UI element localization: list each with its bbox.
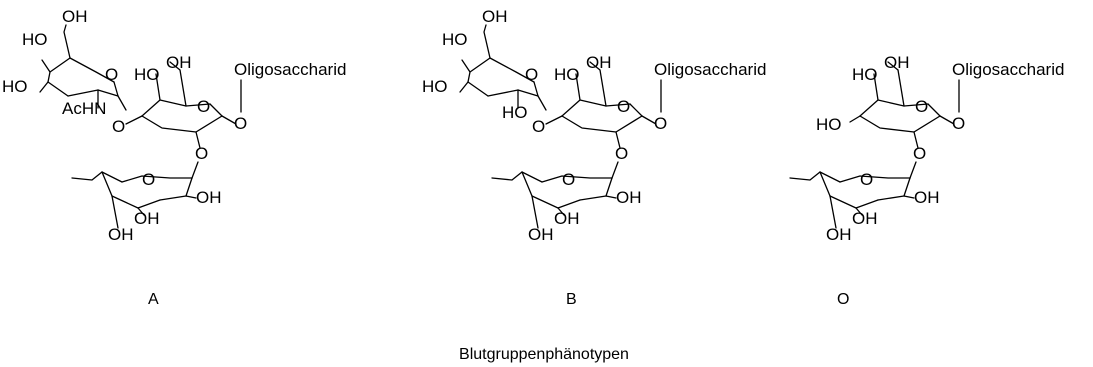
structure-o-link-oxygen-3: O	[913, 144, 926, 163]
structure-a-top-ring-oxygen: O	[105, 65, 118, 84]
structure-o: HO OH HO O O Oligosaccharid O O OH OH OH	[789, 53, 1064, 308]
structure-b-fucose-ring: O OH OH OH	[491, 170, 642, 244]
structure-a-fucose-oh-1: OH	[196, 188, 222, 207]
structure-a: OH HO HO AcHN O O HO OH O O Oligosaccha	[2, 7, 346, 308]
structure-a-letter: A	[148, 291, 159, 308]
structure-a-link-oxygen-3: O	[195, 144, 208, 163]
structure-a-middle-oh: OH	[166, 53, 192, 72]
structure-o-middle-ring-oxygen: O	[915, 97, 928, 116]
structure-a-top-ring: OH HO HO AcHN O	[2, 7, 127, 118]
structure-b-top-ho-1: HO	[442, 30, 468, 49]
structure-b-link-oxygen-2: O	[654, 114, 667, 133]
structure-o-aglycon: Oligosaccharid	[952, 60, 1064, 79]
structure-b-link-oxygen-1: O	[532, 117, 545, 136]
structure-b-letter: B	[566, 291, 577, 308]
structure-b-aglycon: Oligosaccharid	[654, 60, 766, 79]
structure-o-middle-ring: HO OH HO O O Oligosaccharid	[816, 53, 1064, 149]
structure-b-fucose-oh-3: OH	[528, 225, 554, 244]
structure-b: OH HO HO HO O O HO OH O O Oligosaccharid	[422, 7, 766, 308]
structure-b-middle-ring: HO OH O O Oligosaccharid	[554, 53, 766, 149]
structure-a-fucose-oh-2: OH	[134, 209, 160, 228]
structure-b-top-ho-3: HO	[502, 103, 528, 122]
structure-o-link-oxygen-2: O	[952, 114, 965, 133]
structure-a-top-ho-2: HO	[2, 77, 28, 96]
structure-a-fucose-oh-3: OH	[108, 225, 134, 244]
structure-b-fucose-oh-2: OH	[554, 209, 580, 228]
structure-a-top-ho-1: HO	[22, 30, 48, 49]
structure-b-middle-oh: OH	[586, 53, 612, 72]
structure-b-top-oh: OH	[482, 7, 508, 26]
structure-o-middle-oh: OH	[884, 53, 910, 72]
figure-caption: Blutgruppenphänotypen	[459, 346, 629, 363]
structure-o-fucose-ring-oxygen: O	[860, 170, 873, 189]
structure-a-middle-ring: HO OH O O Oligosaccharid	[134, 53, 346, 149]
structure-b-middle-ho: HO	[554, 65, 580, 84]
structure-b-link-oxygen-3: O	[615, 144, 628, 163]
structure-a-link-oxygen-1: O	[112, 117, 125, 136]
structure-b-middle-ring-oxygen: O	[617, 97, 630, 116]
structure-a-middle-ho: HO	[134, 65, 160, 84]
structure-a-fucose-ring: O OH OH OH	[71, 170, 222, 244]
structure-o-fucose-oh-1: OH	[914, 188, 940, 207]
structure-b-fucose-oh-1: OH	[616, 188, 642, 207]
structure-a-link-oxygen-2: O	[234, 114, 247, 133]
structure-b-fucose-ring-oxygen: O	[562, 170, 575, 189]
structure-o-fucose-oh-2: OH	[852, 209, 878, 228]
structure-a-acetylamino: AcHN	[62, 99, 106, 118]
structure-a-top-oh: OH	[62, 7, 88, 26]
structure-a-fucose-ring-oxygen: O	[142, 170, 155, 189]
structure-a-middle-ring-oxygen: O	[197, 97, 210, 116]
structure-o-letter: O	[837, 291, 849, 308]
structure-b-top-ring: OH HO HO HO O	[422, 7, 547, 122]
structure-b-top-ring-oxygen: O	[525, 65, 538, 84]
structure-o-middle-ho: HO	[852, 65, 878, 84]
structure-o-fucose-ring: O OH OH OH	[789, 170, 940, 244]
structure-o-middle-ho-2: HO	[816, 115, 842, 134]
structure-o-fucose-oh-3: OH	[826, 225, 852, 244]
structure-b-top-ho-2: HO	[422, 77, 448, 96]
structure-a-aglycon: Oligosaccharid	[234, 60, 346, 79]
